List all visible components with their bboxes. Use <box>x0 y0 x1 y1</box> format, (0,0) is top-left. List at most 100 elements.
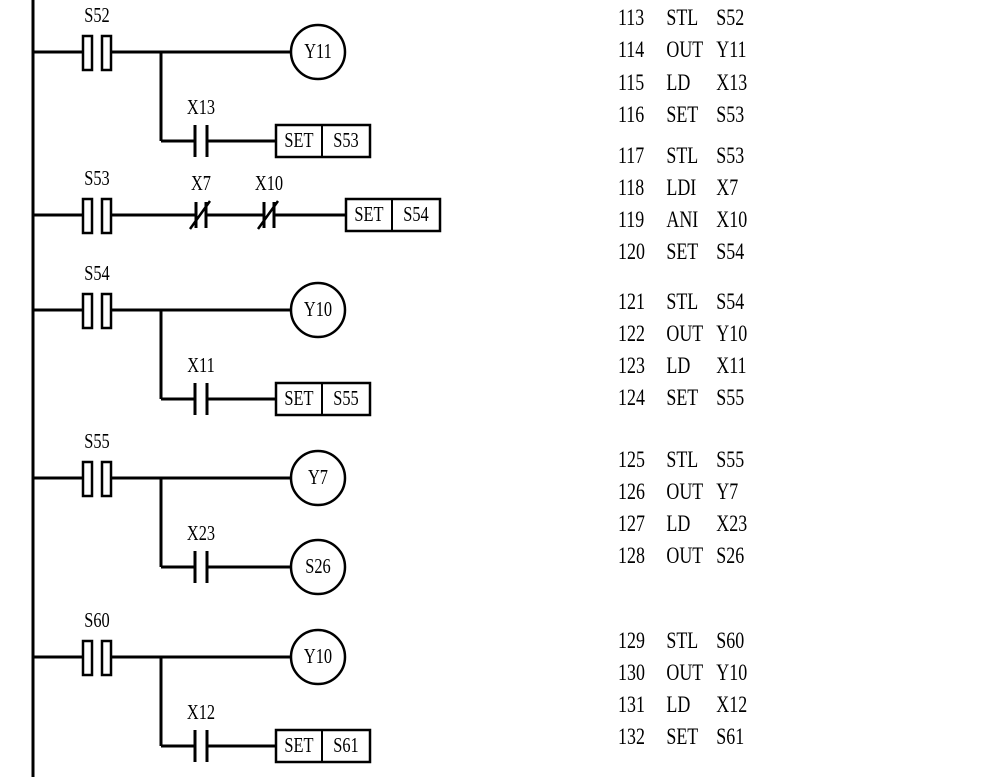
opcode: SET <box>666 724 699 749</box>
stl-contact: S60 <box>81 609 113 677</box>
operand: X11 <box>716 353 747 378</box>
operand: S53 <box>716 102 745 127</box>
step-number: 126 <box>618 479 645 504</box>
set-op-label: SET <box>284 387 314 410</box>
step-number: 116 <box>618 102 645 127</box>
set-operand-label: S54 <box>403 203 429 226</box>
coil-label: Y7 <box>308 466 328 489</box>
opcode: OUT <box>666 321 704 346</box>
stl-contact-bar <box>81 34 94 72</box>
operand: S52 <box>716 5 745 30</box>
contact-label: X12 <box>187 701 215 724</box>
step-number: 125 <box>618 447 645 472</box>
step-number: 122 <box>618 321 645 346</box>
instruction-row: 121 STL S54 <box>618 288 744 316</box>
stl-contact-bar <box>100 197 113 235</box>
step-number: 132 <box>618 724 645 749</box>
set-operand-label: S55 <box>333 387 358 410</box>
contact-label: X23 <box>187 522 215 545</box>
stl-contact-label: S54 <box>84 262 110 285</box>
stl-contact-bar <box>81 197 94 235</box>
instruction-row: 127 LD X23 <box>618 510 747 538</box>
operand: X23 <box>716 511 748 536</box>
step-number: 128 <box>618 543 645 568</box>
step-number: 127 <box>618 511 645 536</box>
opcode: STL <box>666 289 699 314</box>
opcode: LD <box>666 353 691 378</box>
operand: S54 <box>716 239 745 264</box>
instruction-row: 119 ANI X10 <box>618 206 747 234</box>
stl-contact-label: S53 <box>84 167 109 190</box>
stl-contact-label: S55 <box>84 430 109 453</box>
set-op-label: SET <box>354 203 384 226</box>
stl-contact: S53 <box>81 167 113 235</box>
nc-contact: X7 <box>188 172 212 230</box>
opcode: LD <box>666 692 691 717</box>
step-number: 129 <box>618 628 645 653</box>
set-op-label: SET <box>284 129 314 152</box>
output-coil: Y7 <box>289 449 347 507</box>
operand: S60 <box>716 628 745 653</box>
opcode: OUT <box>666 479 704 504</box>
no-contact: X11 <box>187 354 215 415</box>
stl-contact-bar <box>100 292 113 330</box>
output-coil: Y10 <box>289 281 347 339</box>
step-number: 121 <box>618 289 645 314</box>
instruction-row: 116 SET S53 <box>618 101 744 129</box>
output-coil: S26 <box>289 538 347 596</box>
operand: S55 <box>716 447 745 472</box>
stl-contact-bar <box>81 639 94 677</box>
stl-contact-bar <box>100 639 113 677</box>
operand: X13 <box>716 70 748 95</box>
stl-contact: S54 <box>81 262 113 330</box>
opcode: SET <box>666 102 699 127</box>
operand: Y10 <box>716 660 748 685</box>
operand: X10 <box>716 207 748 232</box>
operand: S53 <box>716 143 745 168</box>
opcode: LDI <box>666 175 697 200</box>
coil-label: Y10 <box>304 298 332 321</box>
step-number: 117 <box>618 143 645 168</box>
operand: Y11 <box>716 37 747 62</box>
opcode: OUT <box>666 660 704 685</box>
coil-label: Y11 <box>304 40 332 63</box>
instruction-row: 117 STL S53 <box>618 142 744 170</box>
set-op-label: SET <box>284 734 314 757</box>
instruction-row: 123 LD X11 <box>618 352 747 380</box>
operand: S54 <box>716 289 745 314</box>
opcode: STL <box>666 143 699 168</box>
coil-label: S26 <box>305 555 330 578</box>
contact-label: X7 <box>191 172 211 195</box>
set-operand-label: S53 <box>333 129 358 152</box>
step-number: 119 <box>618 207 645 232</box>
set-instruction-box: SET S53 <box>274 123 372 159</box>
operand: S61 <box>716 724 745 749</box>
set-operand-label: S61 <box>333 734 358 757</box>
operand: X12 <box>716 692 748 717</box>
opcode: SET <box>666 239 699 264</box>
opcode: OUT <box>666 37 704 62</box>
instruction-row: 132 SET S61 <box>618 723 744 751</box>
step-number: 113 <box>618 5 645 30</box>
operand: S26 <box>716 543 745 568</box>
opcode: ANI <box>666 207 699 232</box>
opcode: LD <box>666 511 691 536</box>
nc-contact: X10 <box>255 172 283 230</box>
step-number: 114 <box>618 37 645 62</box>
instruction-row: 114 OUT Y11 <box>618 36 747 64</box>
step-number: 123 <box>618 353 645 378</box>
